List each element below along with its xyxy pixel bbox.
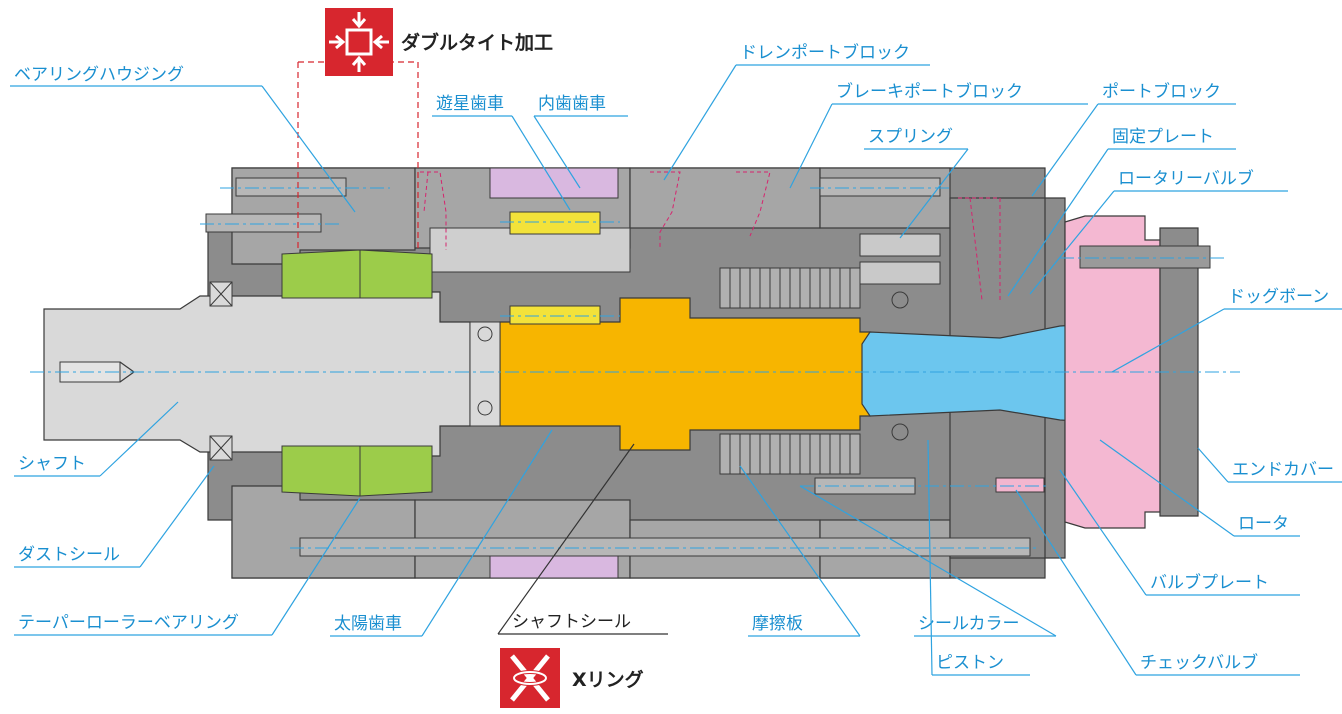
label-taper-roller-bearing: テーパーローラーベアリング bbox=[14, 497, 361, 636]
label-seal-collar: シールカラー bbox=[799, 485, 1057, 637]
svg-text:シールカラー: シールカラー bbox=[918, 614, 1020, 634]
label-dog-bone: ドッグボーン bbox=[1111, 287, 1342, 373]
hidden-lines bbox=[420, 171, 1001, 301]
svg-text:シャフト: シャフト bbox=[18, 454, 86, 474]
svg-text:ピストン: ピストン bbox=[936, 653, 1004, 673]
needle-bearings bbox=[509, 211, 601, 325]
x-ring-label: Xリング bbox=[572, 668, 644, 691]
label-rotor: ロータ bbox=[1099, 439, 1300, 537]
label-end-cover: エンドカバー bbox=[1197, 447, 1342, 483]
svg-text:シャフトシール: シャフトシール bbox=[512, 612, 631, 632]
shaft-part bbox=[43, 291, 471, 457]
svg-text:チェックバルブ: チェックバルブ bbox=[1140, 652, 1258, 673]
svg-text:スプリング: スプリング bbox=[868, 127, 953, 147]
svg-text:遊星歯車: 遊星歯車 bbox=[436, 94, 504, 114]
svg-text:ドレンポートブロック: ドレンポートブロック bbox=[740, 42, 910, 63]
springs bbox=[859, 233, 941, 441]
svg-text:太陽歯車: 太陽歯車 bbox=[334, 614, 402, 634]
label-bearing-housing: ベアリングハウジング bbox=[10, 65, 356, 213]
label-piston: ピストン bbox=[927, 439, 1030, 676]
center-lines bbox=[30, 187, 1240, 549]
dust-seal-blocks bbox=[209, 281, 233, 461]
label-port-block: ポートブロック bbox=[1031, 81, 1236, 197]
double-tight-label: ダブルタイト加工 bbox=[401, 31, 553, 54]
label-spring: スプリング bbox=[864, 127, 969, 239]
x-ring-badge: Xリング bbox=[500, 648, 644, 708]
svg-text:固定プレート: 固定プレート bbox=[1112, 127, 1214, 147]
label-friction-plate: 摩擦板 bbox=[739, 465, 861, 637]
label-check-valve: チェックバルブ bbox=[1015, 489, 1300, 676]
label-valve-plate: バルブプレート bbox=[1059, 469, 1300, 596]
svg-text:ロータリーバルブ: ロータリーバルブ bbox=[1118, 168, 1254, 189]
svg-text:ベアリングハウジング: ベアリングハウジング bbox=[14, 65, 184, 85]
svg-text:ブレーキポートブロック: ブレーキポートブロック bbox=[836, 81, 1023, 102]
svg-text:バルブプレート: バルブプレート bbox=[1150, 572, 1269, 593]
label-fixed-plate: 固定プレート bbox=[1007, 127, 1236, 297]
svg-text:テーパーローラーベアリング: テーパーローラーベアリング bbox=[18, 613, 239, 633]
label-shaft: シャフト bbox=[14, 401, 179, 477]
svg-text:摩擦板: 摩擦板 bbox=[752, 614, 803, 634]
friction-plates bbox=[719, 267, 861, 475]
label-sun-gear: 太陽歯車 bbox=[330, 429, 553, 637]
label-brake-port-block: ブレーキポートブロック bbox=[789, 81, 1088, 189]
label-ring-gear: 内歯歯車 bbox=[533, 94, 628, 189]
sun-gear-carrier bbox=[469, 297, 871, 451]
svg-text:ドッグボーン: ドッグボーン bbox=[1228, 287, 1329, 307]
svg-text:ロータ: ロータ bbox=[1238, 514, 1289, 534]
label-shaft-seal: シャフトシール bbox=[497, 443, 668, 635]
bolts bbox=[205, 177, 1045, 557]
svg-text:内歯歯車: 内歯歯車 bbox=[538, 94, 606, 114]
taper-roller-bearings bbox=[281, 249, 433, 497]
svg-text:エンドカバー: エンドカバー bbox=[1232, 460, 1334, 480]
svg-text:ダストシール: ダストシール bbox=[18, 545, 120, 565]
label-rotary-valve: ロータリーバルブ bbox=[1029, 168, 1288, 295]
label-dust-seal: ダストシール bbox=[14, 465, 215, 568]
label-drain-port-block: ドレンポートブロック bbox=[663, 42, 930, 181]
label-planet-gear: 遊星歯車 bbox=[432, 94, 571, 211]
double-tight-badge: ダブルタイト加工 bbox=[297, 8, 553, 250]
svg-text:ポートブロック: ポートブロック bbox=[1102, 81, 1221, 102]
